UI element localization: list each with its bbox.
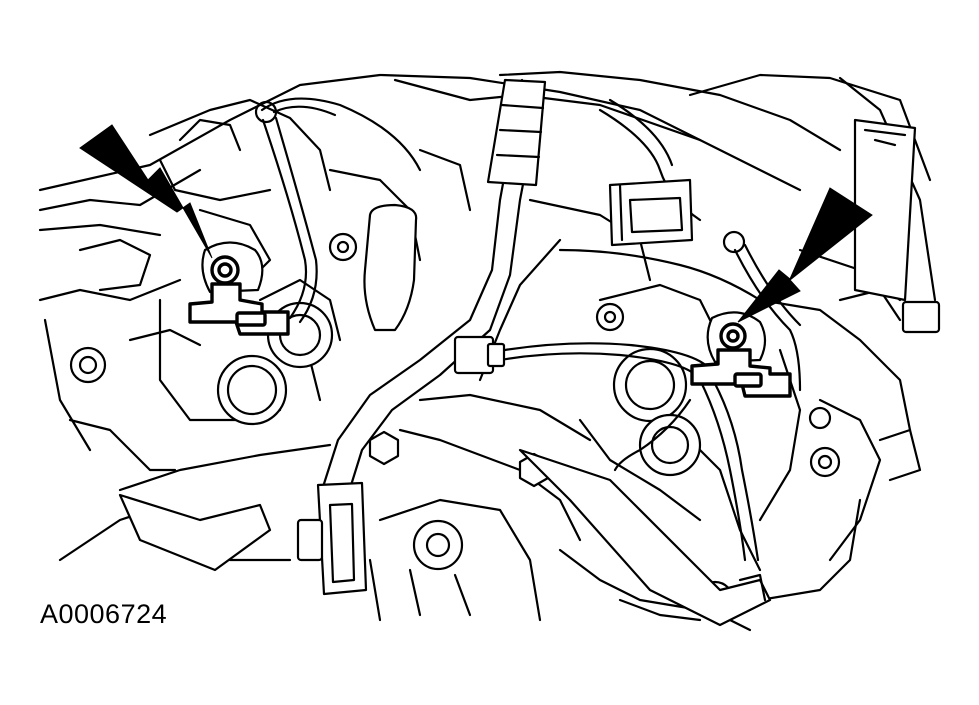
wiring-harness	[260, 78, 802, 562]
knock-sensor-right	[690, 311, 792, 398]
pointer-arrow-icon	[79, 124, 213, 259]
engine-block-outline	[38, 70, 937, 632]
bracket-plate	[853, 118, 917, 302]
harness-connectors	[296, 178, 694, 596]
lower-brackets	[118, 448, 772, 627]
figure-id-label: A0006724	[40, 599, 168, 629]
engine-ports	[216, 301, 702, 477]
coolant-hose	[363, 203, 418, 332]
knock-sensor-left	[188, 241, 290, 336]
pointer-arrow-icon	[737, 187, 873, 323]
connector-block	[901, 300, 941, 334]
